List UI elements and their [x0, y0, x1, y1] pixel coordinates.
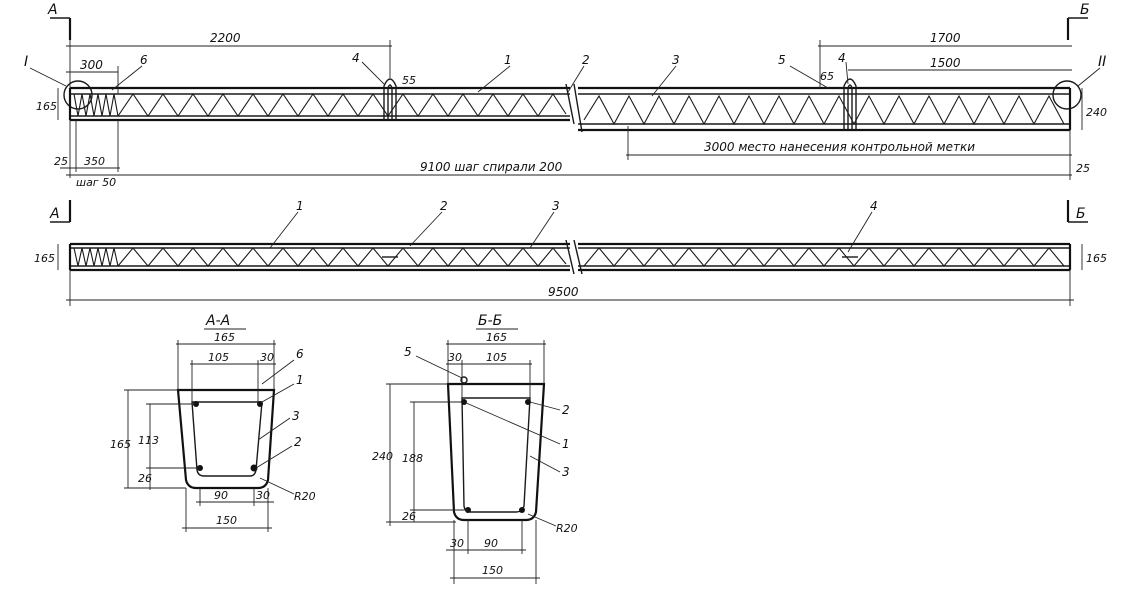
plan-view: А Б 1 2 3 4 165 165 95: [34, 199, 1107, 306]
bb-dim-165-top: 165: [486, 331, 507, 344]
dim-55: 55: [402, 74, 416, 87]
bb-dim-90: 90: [484, 537, 498, 550]
section-mark-a-2: А: [49, 206, 60, 222]
aa-item-label-1: 1: [296, 373, 304, 387]
aa-item-label-2: 2: [294, 435, 302, 449]
section-mark-a: А: [47, 2, 58, 18]
bb-item-label-3: 3: [562, 465, 570, 479]
dim-350: 350: [84, 155, 105, 168]
aa-dim-165-side: 165: [110, 438, 131, 451]
plan-item-label-3: 3: [552, 199, 560, 213]
note-step-50: шаг 50: [76, 176, 116, 189]
aa-dim-150: 150: [216, 514, 237, 527]
bb-dim-30: 30: [448, 351, 462, 364]
plan-dim-9500: 9500: [548, 285, 579, 299]
bb-dim-30b: 30: [450, 537, 464, 550]
dim-65: 65: [820, 70, 834, 83]
plan-item-label-1: 1: [296, 199, 304, 213]
plan-dim-165-left: 165: [34, 252, 55, 265]
dim-1500: 1500: [930, 56, 961, 70]
item-label-5: 5: [778, 53, 786, 67]
section-mark-b: Б: [1080, 2, 1090, 18]
aa-dim-165-top: 165: [214, 331, 235, 344]
dim-1700: 1700: [930, 31, 961, 45]
dim-9100: 9100 шаг спирали 200: [420, 160, 563, 174]
aa-dim-26: 26: [138, 472, 152, 485]
plan-item-label-4: 4: [870, 199, 878, 213]
bb-item-label-2: 2: [562, 403, 570, 417]
aa-dim-105: 105: [208, 351, 229, 364]
item-label-2: 2: [582, 53, 590, 67]
bb-item-label-5: 5: [404, 345, 412, 359]
dim-25-right: 25: [1076, 162, 1090, 175]
dim-2200: 2200: [210, 31, 241, 45]
bb-radius-r20: R20: [556, 522, 578, 535]
bb-dim-188: 188: [402, 452, 423, 465]
section-mark-b-2: Б: [1076, 206, 1086, 222]
bb-dim-105: 105: [486, 351, 507, 364]
section-a-a-title: А-А: [205, 313, 230, 329]
dim-165-left: 165: [36, 100, 57, 113]
item-label-3: 3: [672, 53, 680, 67]
aa-radius-r20: R20: [294, 490, 316, 503]
item-label-1: 1: [504, 53, 512, 67]
elevation-view: А Б I II: [24, 2, 1107, 189]
section-b-b-title: Б-Б: [478, 313, 502, 329]
aa-dim-113: 113: [138, 434, 159, 447]
aa-dim-30b: 30: [256, 489, 270, 502]
dim-300: 300: [80, 58, 103, 72]
dim-3000: 3000 место нанесения контрольной метки: [704, 140, 975, 154]
section-a-a: А-А 165 105 30 165 113 26 90 30: [110, 313, 316, 532]
item-label-6: 6: [140, 53, 148, 67]
bb-item-label-1: 1: [562, 437, 570, 451]
aa-item-label-6: 6: [296, 347, 304, 361]
node-label-1: I: [24, 54, 28, 70]
plan-item-label-2: 2: [440, 199, 448, 213]
bb-dim-26: 26: [402, 510, 416, 523]
node-label-2: II: [1098, 54, 1106, 70]
aa-dim-30: 30: [260, 351, 274, 364]
aa-item-label-3: 3: [292, 409, 300, 423]
dim-240-right: 240: [1086, 106, 1107, 119]
section-b-b: Б-Б 165 30 105 240 188 26 30 90: [372, 313, 578, 584]
plan-dim-165-right: 165: [1086, 252, 1107, 265]
bb-dim-240: 240: [372, 450, 393, 463]
aa-dim-90: 90: [214, 489, 228, 502]
dim-25-left: 25: [54, 155, 68, 168]
bb-dim-150: 150: [482, 564, 503, 577]
item-label-4: 4: [352, 51, 360, 65]
item-label-4b: 4: [838, 51, 846, 65]
